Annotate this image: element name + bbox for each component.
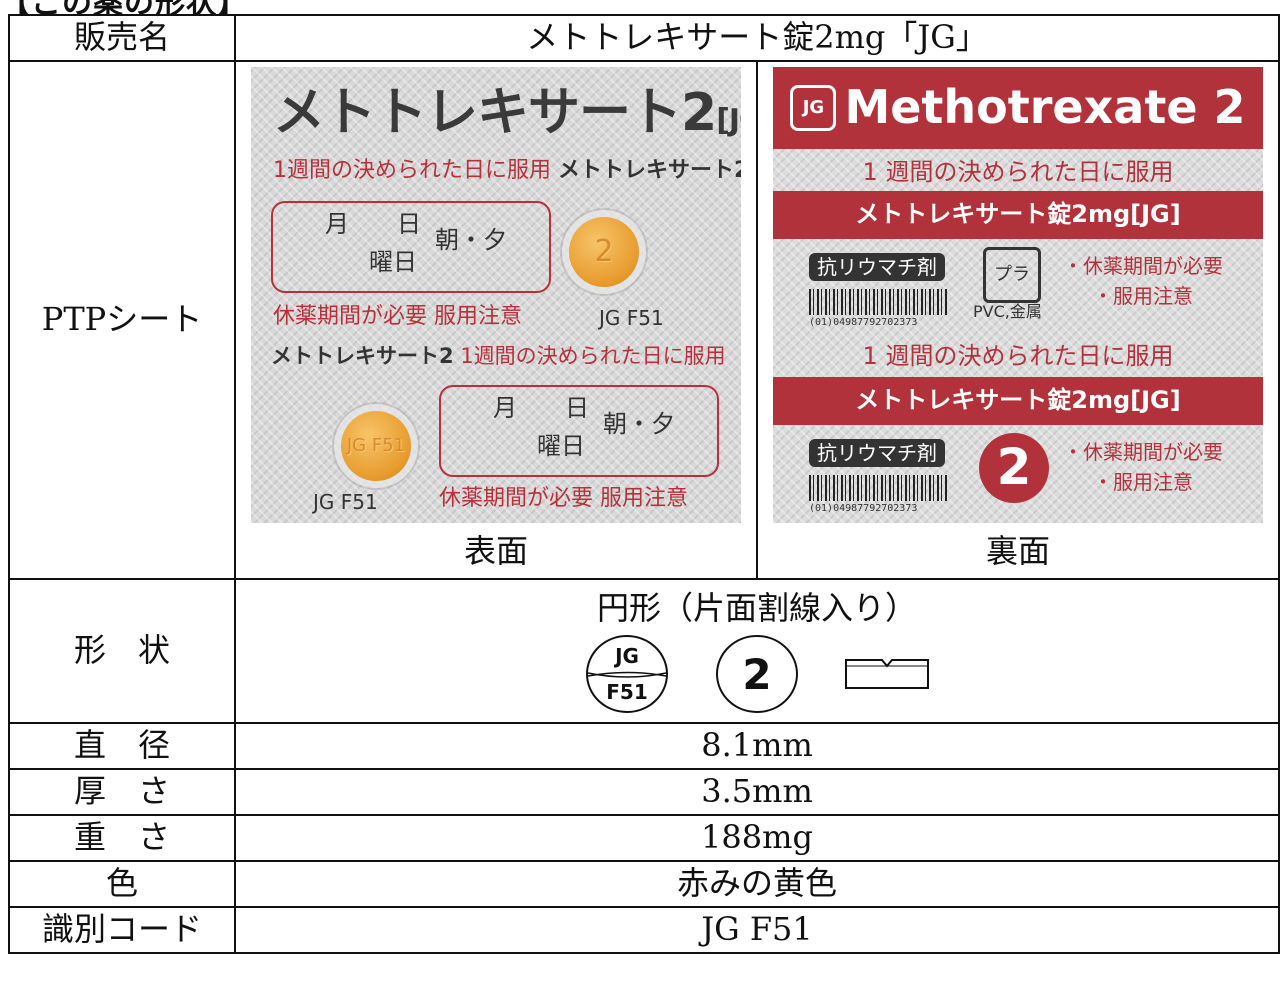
- front-line1: 1週間の決められた日に服用: [273, 157, 551, 183]
- back-band1: メトトレキサート錠2mg[JG]: [773, 190, 1263, 239]
- back-material: PVC,金属: [973, 301, 1042, 321]
- front-box2-month: 月: [493, 393, 517, 422]
- front-box2-ampm: 朝・夕: [603, 409, 675, 438]
- tablet-front-image: 2: [569, 216, 639, 287]
- tablet-front-mark: 2: [594, 234, 614, 269]
- front-code-2: JG F51: [313, 489, 378, 514]
- barcode-icon: [809, 288, 949, 315]
- ptp-front-image: メトトレキサート2[JG] 1週間の決められた日に服用 メトトレキサート2 月 …: [251, 66, 741, 523]
- back-note2a: ・休薬期間が必要: [1063, 439, 1223, 464]
- front-box2-weekday: 曜日: [537, 431, 585, 460]
- label-name: 販売名: [8, 14, 236, 62]
- front-warning: 休薬期間が必要 服用注意: [273, 303, 522, 329]
- front-box-day: 日: [397, 209, 421, 238]
- value-name: メトトレキサート錠2mg「JG」: [234, 14, 1280, 62]
- back-note1b: ・服用注意: [1093, 283, 1193, 308]
- recycle-icon: プラ: [983, 246, 1041, 303]
- ptp-cell: メトトレキサート2[JG] 1週間の決められた日に服用 メトトレキサート2 月 …: [234, 60, 1280, 580]
- value-weight: 188mg: [234, 814, 1280, 862]
- barcode-icon-2: [809, 474, 949, 501]
- back-note1a: ・休薬期間が必要: [1063, 253, 1223, 278]
- value-color: 赤みの黄色: [234, 860, 1280, 908]
- front-date-box-2: 月 日 曜日 朝・夕: [439, 384, 719, 477]
- value-thickness: 3.5mm: [234, 768, 1280, 816]
- row-color: 色 赤みの黄色: [8, 860, 1280, 908]
- value-code: JG F51: [234, 906, 1280, 954]
- front-box-weekday: 曜日: [369, 247, 417, 276]
- back-barcode2: (01)04987792702373: [809, 502, 918, 514]
- label-shape: 形 状: [8, 578, 236, 724]
- tablet-front-icon: JG F51: [586, 634, 668, 713]
- back-barcode1: (01)04987792702373: [809, 316, 918, 328]
- front-date-box: 月 日 曜日 朝・夕: [271, 200, 551, 293]
- front-box-ampm: 朝・夕: [435, 225, 507, 254]
- front-code: JG F51: [599, 305, 664, 330]
- tablet-back-image: JG F51: [341, 410, 411, 481]
- back-line1: 1 週間の決められた日に服用: [862, 157, 1174, 186]
- back-line2: 1 週間の決められた日に服用: [862, 341, 1174, 370]
- tablet-back-mark: JG F51: [346, 434, 406, 456]
- tablet-side-icon: [845, 658, 929, 689]
- front-box-month: 月: [325, 209, 349, 238]
- shape-icon-top-text: JG: [613, 644, 639, 668]
- tablet-back-icon: 2: [716, 634, 798, 713]
- row-ptp: PTPシート メトトレキサート2[JG] 1週間の決められた日に服用 メトトレキ…: [8, 60, 1280, 580]
- shape-cell: 円形（片面割線入り） JG F51 2: [234, 578, 1280, 724]
- label-weight: 重 さ: [8, 814, 236, 862]
- front-title: メトトレキサート2: [273, 82, 717, 143]
- ptp-front-column: メトトレキサート2[JG] 1週間の決められた日に服用 メトトレキサート2 月 …: [236, 62, 756, 578]
- back-note2b: ・服用注意: [1093, 469, 1193, 494]
- back-header: JG Methotrexate 2: [773, 66, 1263, 149]
- shape-icon-bottom-text: F51: [606, 680, 648, 704]
- label-thickness: 厚 さ: [8, 768, 236, 816]
- front-line1-dark: メトトレキサート2: [558, 157, 741, 183]
- label-color: 色: [8, 860, 236, 908]
- row-weight: 重 さ 188mg: [8, 814, 1280, 862]
- back-badge1: 抗リウマチ剤: [809, 252, 945, 281]
- front-line2-dark: メトトレキサート2: [271, 343, 454, 368]
- value-diameter: 8.1mm: [234, 722, 1280, 770]
- ptp-back-image: JG Methotrexate 2 1 週間の決められた日に服用 メトトレキサー…: [773, 66, 1263, 523]
- shape-icon-back-text: 2: [742, 650, 771, 699]
- back-caption: 裏面: [985, 531, 1050, 570]
- front-line2: 1週間の決められた日に服用: [460, 343, 726, 368]
- back-badge2: 抗リウマチ剤: [809, 438, 945, 467]
- value-shape: 円形（片面割線入り）: [596, 589, 917, 628]
- label-ptp: PTPシート: [8, 60, 236, 580]
- drug-spec-table: 販売名 メトトレキサート錠2mg「JG」 PTPシート メトトレキサート2[JG…: [8, 14, 1280, 954]
- jg-logo-icon: JG: [790, 84, 837, 131]
- back-title: Methotrexate 2: [844, 80, 1246, 135]
- front-title-suffix: [JG]: [716, 102, 741, 138]
- row-diameter: 直 径 8.1mm: [8, 722, 1280, 770]
- label-diameter: 直 径: [8, 722, 236, 770]
- back-band2: メトトレキサート錠2mg[JG]: [773, 376, 1263, 425]
- front-warning-2: 休薬期間が必要 服用注意: [439, 485, 688, 511]
- front-caption: 表面: [463, 531, 528, 570]
- row-thickness: 厚 さ 3.5mm: [8, 768, 1280, 816]
- label-code: 識別コード: [8, 906, 236, 954]
- row-code: 識別コード JG F51: [8, 906, 1280, 954]
- row-name: 販売名 メトトレキサート錠2mg「JG」: [8, 14, 1280, 62]
- ptp-back-column: JG Methotrexate 2 1 週間の決められた日に服用 メトトレキサー…: [756, 62, 1278, 578]
- row-shape: 形 状 円形（片面割線入り） JG F51 2: [8, 578, 1280, 724]
- back-big-mark: 2: [979, 432, 1049, 503]
- front-box2-day: 日: [565, 393, 589, 422]
